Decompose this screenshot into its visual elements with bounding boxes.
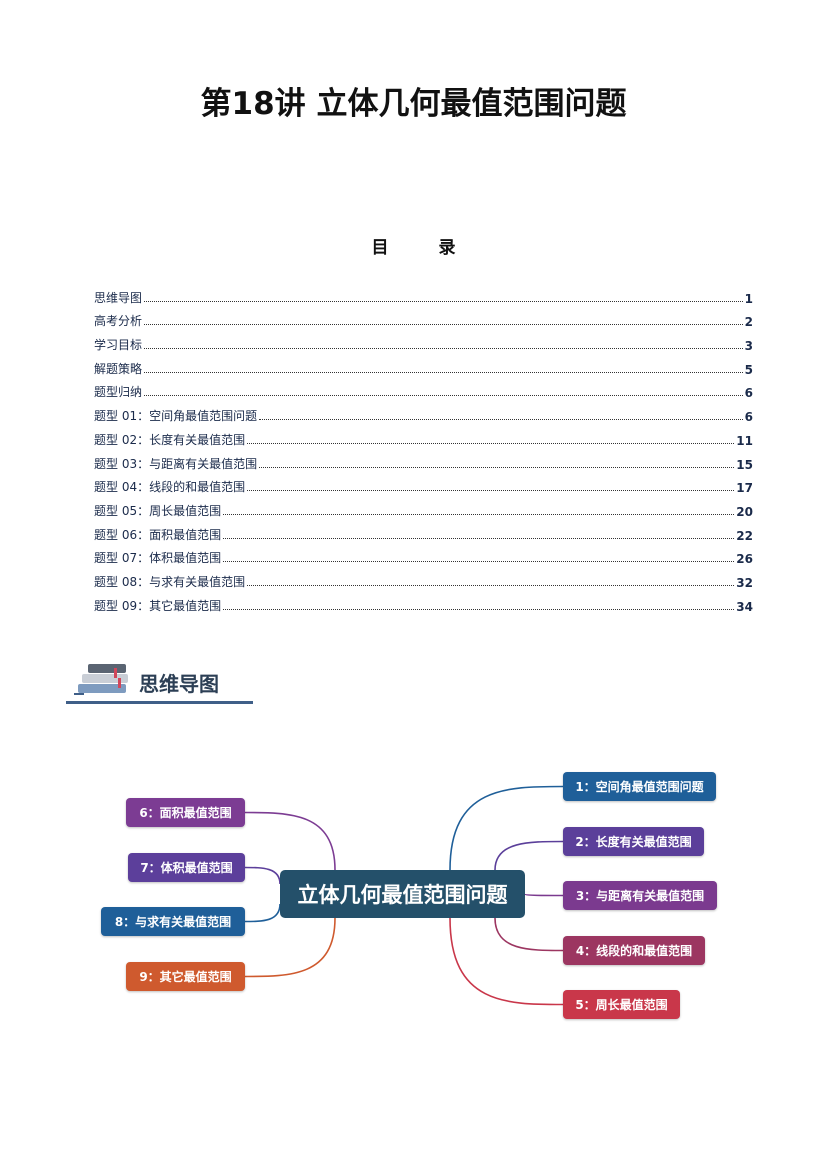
toc-entry[interactable]: 题型 04：线段的和最值范围 17 <box>94 472 753 496</box>
toc-leader-dots <box>259 466 735 468</box>
toc-entry-label: 题型 03：与距离有关最值范围 <box>94 456 258 471</box>
mindmap-node-9: 9：其它最值范围 <box>126 962 245 991</box>
mindmap-link <box>244 866 281 885</box>
mindmap-node-3: 3：与距离有关最值范围 <box>563 881 717 910</box>
toc-entry-label: 题型 02：长度有关最值范围 <box>94 432 246 447</box>
toc-leader-dots <box>247 584 735 586</box>
toc-leader-dots <box>223 537 735 539</box>
mindmap-node-6: 6：面积最值范围 <box>126 798 245 827</box>
mindmap-link <box>244 903 281 923</box>
toc-leader-dots <box>223 608 735 610</box>
mindmap-node-1: 1：空间角最值范围问题 <box>563 772 716 801</box>
toc-entry-page: 17 <box>736 481 753 496</box>
toc-entry[interactable]: 解题策略 5 <box>94 353 753 377</box>
toc-leader-dots <box>144 300 743 302</box>
toc-leader-dots <box>247 490 735 492</box>
toc-entry-page: 26 <box>736 552 753 567</box>
toc-entry[interactable]: 高考分析 2 <box>94 306 753 330</box>
toc-entry-label: 学习目标 <box>94 338 143 353</box>
toc-entry-page: 32 <box>736 575 753 590</box>
toc-entry-page: 3 <box>744 339 753 354</box>
toc-leader-dots <box>247 442 735 444</box>
toc-entry-label: 题型 07：体积最值范围 <box>94 551 222 566</box>
page-title: 第18讲 立体几何最值范围问题 <box>200 86 627 122</box>
mindmap-node-4: 4：线段的和最值范围 <box>563 936 705 965</box>
toc-entry-page: 6 <box>744 386 753 401</box>
toc-entry-page: 6 <box>744 410 753 425</box>
toc-entry-label: 题型 04：线段的和最值范围 <box>94 480 246 495</box>
toc-entry[interactable]: 题型 02：长度有关最值范围 11 <box>94 424 753 448</box>
mindmap-link <box>494 840 564 871</box>
toc-entry-label: 题型 09：其它最值范围 <box>94 598 222 613</box>
toc-entry-page: 1 <box>744 291 753 306</box>
mindmap-center-node: 立体几何最值范围问题 <box>280 870 525 918</box>
toc-entry-page: 15 <box>736 457 753 472</box>
mindmap-link <box>449 785 564 871</box>
toc-leader-dots <box>223 561 735 563</box>
toc-entry[interactable]: 题型 08：与求有关最值范围 32 <box>94 566 753 590</box>
toc-entry-label: 题型归纳 <box>94 385 143 400</box>
toc-entry[interactable]: 题型 05：周长最值范围 20 <box>94 495 753 519</box>
section-underline <box>66 701 253 704</box>
toc-entry-label: 题型 05：周长最值范围 <box>94 503 222 518</box>
toc-entry-page: 34 <box>736 599 753 614</box>
toc-entry-label: 题型 01：空间角最值范围问题 <box>94 409 258 424</box>
mindmap-link <box>494 917 564 952</box>
toc-entry-label: 思维导图 <box>94 290 143 305</box>
mindmap-link <box>244 811 336 871</box>
mindmap-link <box>244 917 336 978</box>
section-header-mindmap: 思维导图 <box>66 660 253 704</box>
toc-entry[interactable]: 题型 03：与距离有关最值范围 15 <box>94 448 753 472</box>
toc-entry[interactable]: 学习目标 3 <box>94 329 753 353</box>
toc-entry[interactable]: 思维导图 1 <box>94 282 753 306</box>
mindmap-node-2: 2：长度有关最值范围 <box>563 827 704 856</box>
toc-entry[interactable]: 题型 01：空间角最值范围问题 6 <box>94 400 753 424</box>
toc-entry-label: 题型 08：与求有关最值范围 <box>94 574 246 589</box>
toc-leader-dots <box>223 513 735 515</box>
toc-entry-page: 22 <box>736 528 753 543</box>
toc-entry-page: 5 <box>744 362 753 377</box>
toc-leader-dots <box>259 419 743 421</box>
toc-entry[interactable]: 题型 09：其它最值范围 34 <box>94 590 753 614</box>
mindmap-link <box>449 917 564 1006</box>
toc-leader-dots <box>144 371 743 373</box>
toc-entry[interactable]: 题型 07：体积最值范围 26 <box>94 543 753 567</box>
toc-entry-label: 题型 06：面积最值范围 <box>94 527 222 542</box>
toc-entry-page: 20 <box>736 504 753 519</box>
toc-entry[interactable]: 题型 06：面积最值范围 22 <box>94 519 753 543</box>
mindmap-node-8: 8：与求有关最值范围 <box>101 907 245 936</box>
toc-title: 目 录 <box>371 238 478 258</box>
toc-leader-dots <box>144 324 743 326</box>
toc-entry-label: 解题策略 <box>94 361 143 376</box>
toc-entry-label: 高考分析 <box>94 314 143 329</box>
mindmap-link <box>524 893 564 897</box>
mindmap-node-7: 7：体积最值范围 <box>128 853 245 882</box>
mindmap-node-5: 5：周长最值范围 <box>563 990 680 1019</box>
books-icon <box>74 664 128 695</box>
toc-leader-dots <box>144 348 743 350</box>
toc-entry-page: 11 <box>736 433 753 448</box>
toc-entry[interactable]: 题型归纳 6 <box>94 377 753 401</box>
section-heading: 思维导图 <box>139 672 219 696</box>
toc-leader-dots <box>144 395 743 397</box>
toc-entry-page: 2 <box>744 315 753 330</box>
